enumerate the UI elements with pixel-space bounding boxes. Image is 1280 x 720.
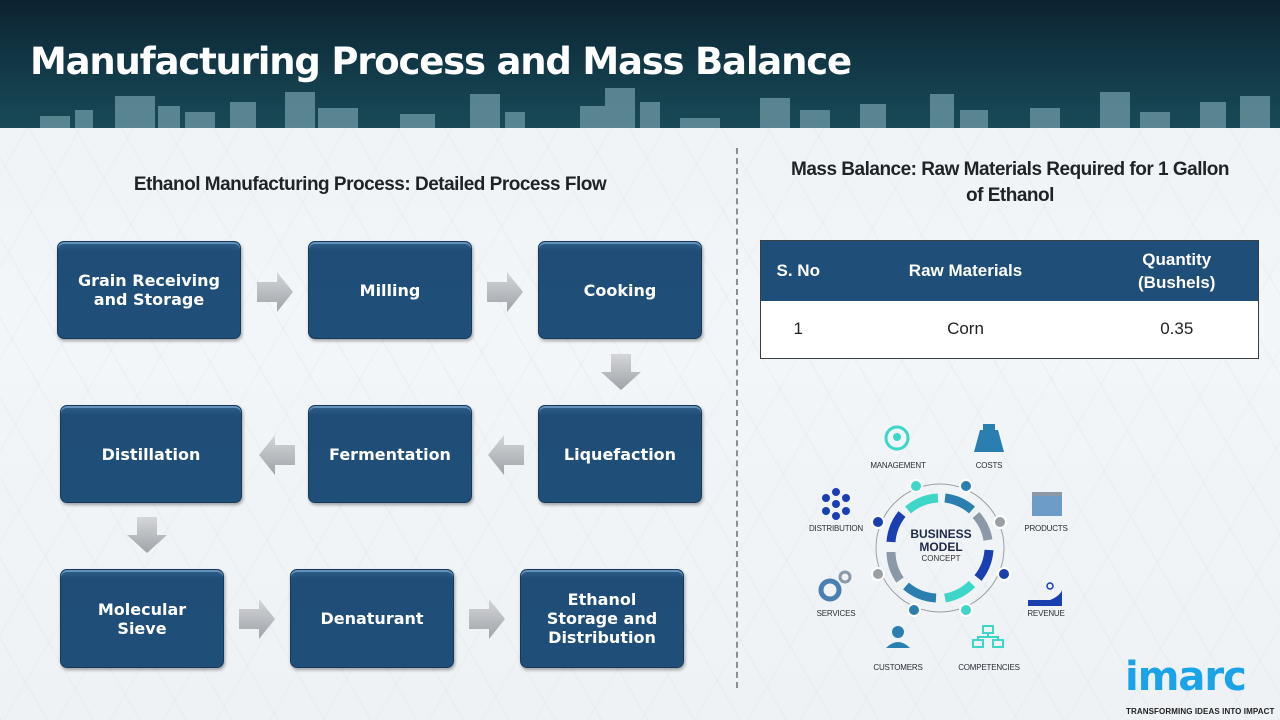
step-label: Milling bbox=[359, 280, 421, 300]
arrow-right-icon bbox=[469, 599, 505, 639]
center-line: MODEL bbox=[919, 540, 963, 554]
step-label: Denaturant bbox=[320, 609, 424, 628]
products-icon bbox=[1032, 492, 1062, 516]
competencies-icon bbox=[972, 625, 1004, 648]
arrow-down-icon bbox=[601, 354, 641, 390]
column-header-quantity-unit: (Bushels) bbox=[1138, 272, 1216, 292]
step-label: Grain Receiving bbox=[77, 271, 220, 290]
business-model-ring bbox=[818, 424, 1062, 648]
services-icon bbox=[818, 570, 852, 602]
arrow-right-icon bbox=[487, 272, 523, 312]
cell-sno: 1 bbox=[760, 300, 836, 359]
step-milling: Milling bbox=[308, 241, 472, 339]
label-revenue: REVENUE bbox=[1027, 609, 1065, 618]
logo-tagline: TRANSFORMING IDEAS INTO IMPACT bbox=[1126, 707, 1275, 716]
column-header-raw-materials: Raw Materials bbox=[835, 240, 1096, 301]
cell-material: Corn bbox=[835, 300, 1096, 359]
step-label: Sieve bbox=[117, 618, 167, 638]
step-liquefaction: Liquefaction bbox=[538, 405, 702, 503]
arrow-down-icon bbox=[127, 517, 167, 553]
step-fermentation: Fermentation bbox=[308, 405, 472, 503]
imarc-logo: imarc TRANSFORMING IDEAS INTO IMPACT bbox=[1120, 652, 1280, 720]
costs-icon bbox=[974, 424, 1004, 452]
label-competencies: COMPETENCIES bbox=[958, 663, 1020, 672]
step-label: Storage and bbox=[546, 609, 658, 628]
center-line: BUSINESS bbox=[910, 527, 972, 541]
arrow-right-icon bbox=[239, 599, 275, 639]
management-icon bbox=[884, 425, 910, 451]
ring-nodes bbox=[871, 479, 1011, 617]
label-services: SERVICES bbox=[816, 609, 856, 618]
column-header-sno: S. No bbox=[760, 240, 836, 301]
customers-icon bbox=[886, 626, 910, 648]
table-row: 1 Corn 0.35 bbox=[760, 300, 1259, 359]
step-denaturant: Denaturant bbox=[290, 569, 454, 668]
column-header-quantity-line: Quantity bbox=[1142, 249, 1212, 269]
distribution-icon bbox=[822, 488, 850, 520]
center-line: CONCEPT bbox=[921, 554, 961, 563]
step-label: and Storage bbox=[93, 290, 205, 309]
header-banner: Manufacturing Process and Mass Balance bbox=[0, 0, 1280, 128]
step-label: Fermentation bbox=[329, 444, 451, 464]
mass-balance-title-line: Mass Balance: Raw Materials Required for… bbox=[791, 159, 1229, 180]
business-model-graphic: BUSINESS MODEL CONCEPT MANAGEMENT COSTS … bbox=[800, 410, 1080, 680]
step-cooking: Cooking bbox=[538, 241, 702, 339]
logo-wordmark: imarc bbox=[1125, 654, 1247, 700]
revenue-icon bbox=[1028, 582, 1062, 606]
city-skyline-graphic bbox=[40, 88, 1270, 128]
step-label: Ethanol bbox=[567, 590, 637, 609]
process-flow-title: Ethanol Manufacturing Process: Detailed … bbox=[133, 174, 607, 195]
arrow-left-icon bbox=[259, 435, 295, 475]
step-label: Liquefaction bbox=[563, 444, 677, 464]
page-title: Manufacturing Process and Mass Balance bbox=[30, 40, 852, 83]
label-distribution: DISTRIBUTION bbox=[808, 524, 864, 533]
label-costs: COSTS bbox=[975, 461, 1003, 470]
cell-quantity: 0.35 bbox=[1095, 300, 1259, 359]
label-customers: CUSTOMERS bbox=[873, 663, 923, 672]
mass-balance-title-line: of Ethanol bbox=[966, 185, 1054, 206]
step-label: Distribution bbox=[548, 628, 656, 647]
arrow-right-icon bbox=[257, 272, 293, 312]
step-label: Distillation bbox=[101, 444, 201, 464]
mass-balance-table: S. No Raw Materials Quantity (Bushels) 1… bbox=[760, 240, 1259, 359]
step-label: Molecular bbox=[97, 599, 187, 619]
step-distillation: Distillation bbox=[60, 405, 242, 503]
table-header-row: S. No Raw Materials Quantity (Bushels) bbox=[760, 240, 1259, 301]
section-divider bbox=[736, 148, 738, 688]
business-model-center-text: BUSINESS MODEL CONCEPT bbox=[896, 528, 986, 564]
step-label: Cooking bbox=[583, 280, 657, 300]
label-products: PRODUCTS bbox=[1024, 524, 1068, 533]
label-management: MANAGEMENT bbox=[870, 461, 926, 470]
mass-balance-title: Mass Balance: Raw Materials Required for… bbox=[748, 157, 1272, 209]
column-header-quantity: Quantity (Bushels) bbox=[1095, 240, 1259, 301]
arrow-left-icon bbox=[488, 435, 524, 475]
